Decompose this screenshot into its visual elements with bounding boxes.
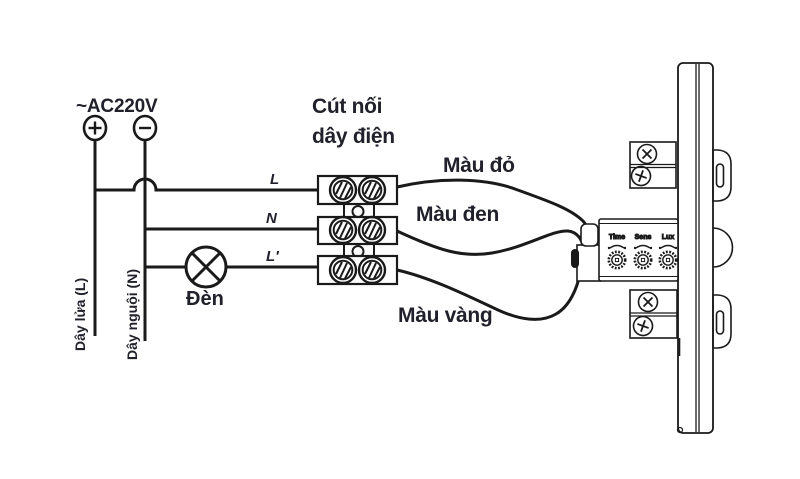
connector-label-line2: dây điện	[312, 125, 395, 148]
mounting-tab-top	[712, 149, 732, 202]
black-wire-label: Màu đen	[416, 203, 499, 226]
screw-icon	[636, 143, 658, 165]
black-wire	[396, 229, 585, 256]
red-wire-label: Màu đỏ	[443, 154, 515, 177]
wire-lprime-label: L′	[266, 248, 280, 265]
neutral-wire-label: Dây nguội (N)	[124, 269, 140, 360]
terminal-screw-icons	[328, 175, 387, 285]
terminal-connector-block	[316, 174, 399, 286]
plus-terminal-icon	[82, 114, 108, 142]
minus-terminal-icon	[132, 114, 158, 142]
tab-slot-top	[715, 163, 725, 188]
module-tab	[580, 223, 599, 247]
connector-label-line1: Cút nối	[312, 95, 382, 118]
cable-entry-hole	[571, 249, 579, 268]
mounting-tab-middle	[712, 227, 734, 268]
lamp-icon	[184, 245, 228, 289]
module-connector	[576, 244, 602, 282]
sensor-device: Time Sens Lux	[571, 62, 734, 434]
knob-label: Time	[609, 234, 625, 241]
yellow-wire	[396, 268, 582, 321]
knob-group-lux: Lux	[658, 234, 678, 270]
wire-n-label: N	[266, 210, 278, 227]
screw-block-top	[629, 141, 677, 189]
power-source: ~AC220V	[76, 96, 158, 142]
knob-group-sens: Sens	[633, 234, 653, 270]
lamp-label: Đèn	[186, 288, 224, 310]
yellow-wire-label: Màu vàng	[398, 304, 492, 327]
knob-dial-icon	[658, 250, 678, 270]
knob-group-time: Time	[607, 234, 627, 270]
screw-icon	[632, 315, 654, 337]
mounting-tab-bottom	[712, 294, 732, 349]
knob-label: Lux	[662, 234, 675, 241]
knob-range-arc	[635, 244, 651, 249]
plate-foot	[676, 426, 684, 434]
screw-icon	[637, 291, 659, 313]
knob-label: Sens	[635, 234, 652, 241]
knob-range-arc	[660, 244, 676, 249]
tab-slot-bottom	[715, 310, 725, 335]
terminal-link-hole-1	[351, 205, 365, 218]
knob-range-arc	[609, 244, 625, 249]
knob-dial-icon	[633, 250, 653, 270]
screw-icon	[630, 165, 652, 187]
module-body	[598, 218, 679, 282]
wire-l-label: L	[270, 171, 279, 188]
power-label: ~AC220V	[76, 96, 158, 117]
wire-l	[95, 177, 318, 192]
knob-dial-icon	[607, 250, 627, 270]
sensor-module: Time Sens Lux	[571, 218, 679, 282]
screw-block-bottom	[629, 289, 681, 356]
live-wire-label: Dây lửa (L)	[72, 278, 88, 351]
